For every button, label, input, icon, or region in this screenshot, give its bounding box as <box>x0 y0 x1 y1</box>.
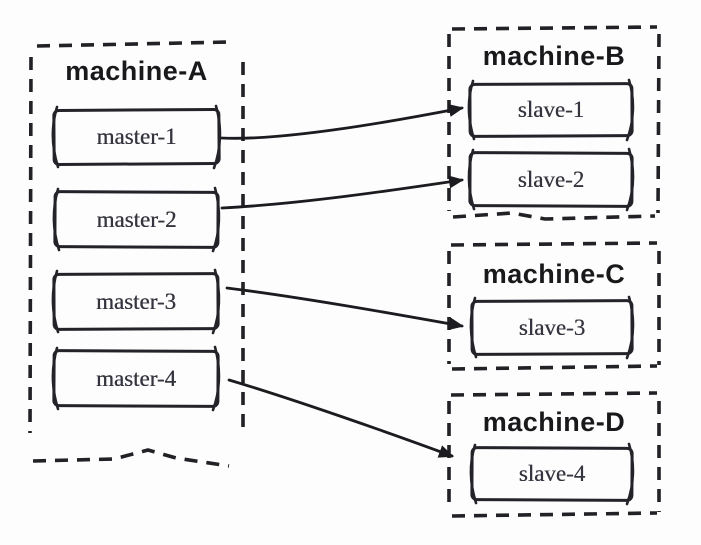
sketch-stroke <box>211 268 221 335</box>
machine-d-border-top <box>450 391 658 397</box>
slave-1-label: slave-1 <box>517 97 585 122</box>
sketch-stroke <box>51 346 60 411</box>
master-4-label: master-4 <box>95 366 176 391</box>
sketch-stroke <box>467 148 476 211</box>
sketch-overstrokes <box>51 78 635 506</box>
machine-b-title: machine-B <box>482 41 626 71</box>
sketch-stroke <box>625 295 635 360</box>
machine-a-border-left <box>28 56 33 434</box>
machine-d-border-bottom <box>451 511 658 518</box>
sketch-stroke <box>469 296 478 359</box>
sketch-stroke <box>467 79 476 141</box>
slave-4-label: slave-4 <box>518 461 586 486</box>
machine-a-border-bottom-torn <box>32 448 230 468</box>
sketch-stroke <box>51 105 60 169</box>
sketch-stroke <box>625 78 635 142</box>
machine-d-title: machine-D <box>482 407 626 437</box>
sketch-stroke <box>52 187 61 252</box>
machine-b-border-bottom <box>452 211 656 221</box>
machine-a-container-border <box>28 40 245 468</box>
machine-b-border-right <box>656 33 661 214</box>
machine-c-container-border <box>447 241 661 371</box>
master-3-label: master-3 <box>95 289 176 314</box>
sketch-stroke <box>212 104 222 170</box>
machine-a-border-top <box>36 40 232 48</box>
machine-c-title: machine-C <box>482 259 626 289</box>
arrow-master-3-to-slave-3 <box>225 286 464 331</box>
arrow-master-4-to-slave-4 <box>227 378 454 458</box>
machine-b-container-border <box>447 25 661 221</box>
machine-c-border-top <box>450 241 658 247</box>
replication-arrows <box>219 104 464 458</box>
sketch-stroke <box>625 442 635 506</box>
master-1-label: master-1 <box>96 124 177 149</box>
slave-2-label: slave-2 <box>517 167 585 192</box>
sketch-stroke <box>51 269 60 334</box>
sketch-stroke <box>211 345 221 412</box>
arrow-master-1-to-slave-1 <box>219 104 464 140</box>
master-2-label: master-2 <box>96 207 177 232</box>
machine-a-title: machine-A <box>65 56 208 86</box>
node-boxes <box>52 82 634 502</box>
arrow-master-2-to-slave-2 <box>220 175 464 210</box>
sketch-stroke <box>625 147 635 212</box>
sketch-stroke <box>211 186 221 253</box>
machine-c-border-bottom <box>451 364 658 371</box>
sketch-stroke <box>469 443 478 505</box>
machine-b-border-top <box>451 25 658 31</box>
slave-3-label: slave-3 <box>518 315 586 340</box>
